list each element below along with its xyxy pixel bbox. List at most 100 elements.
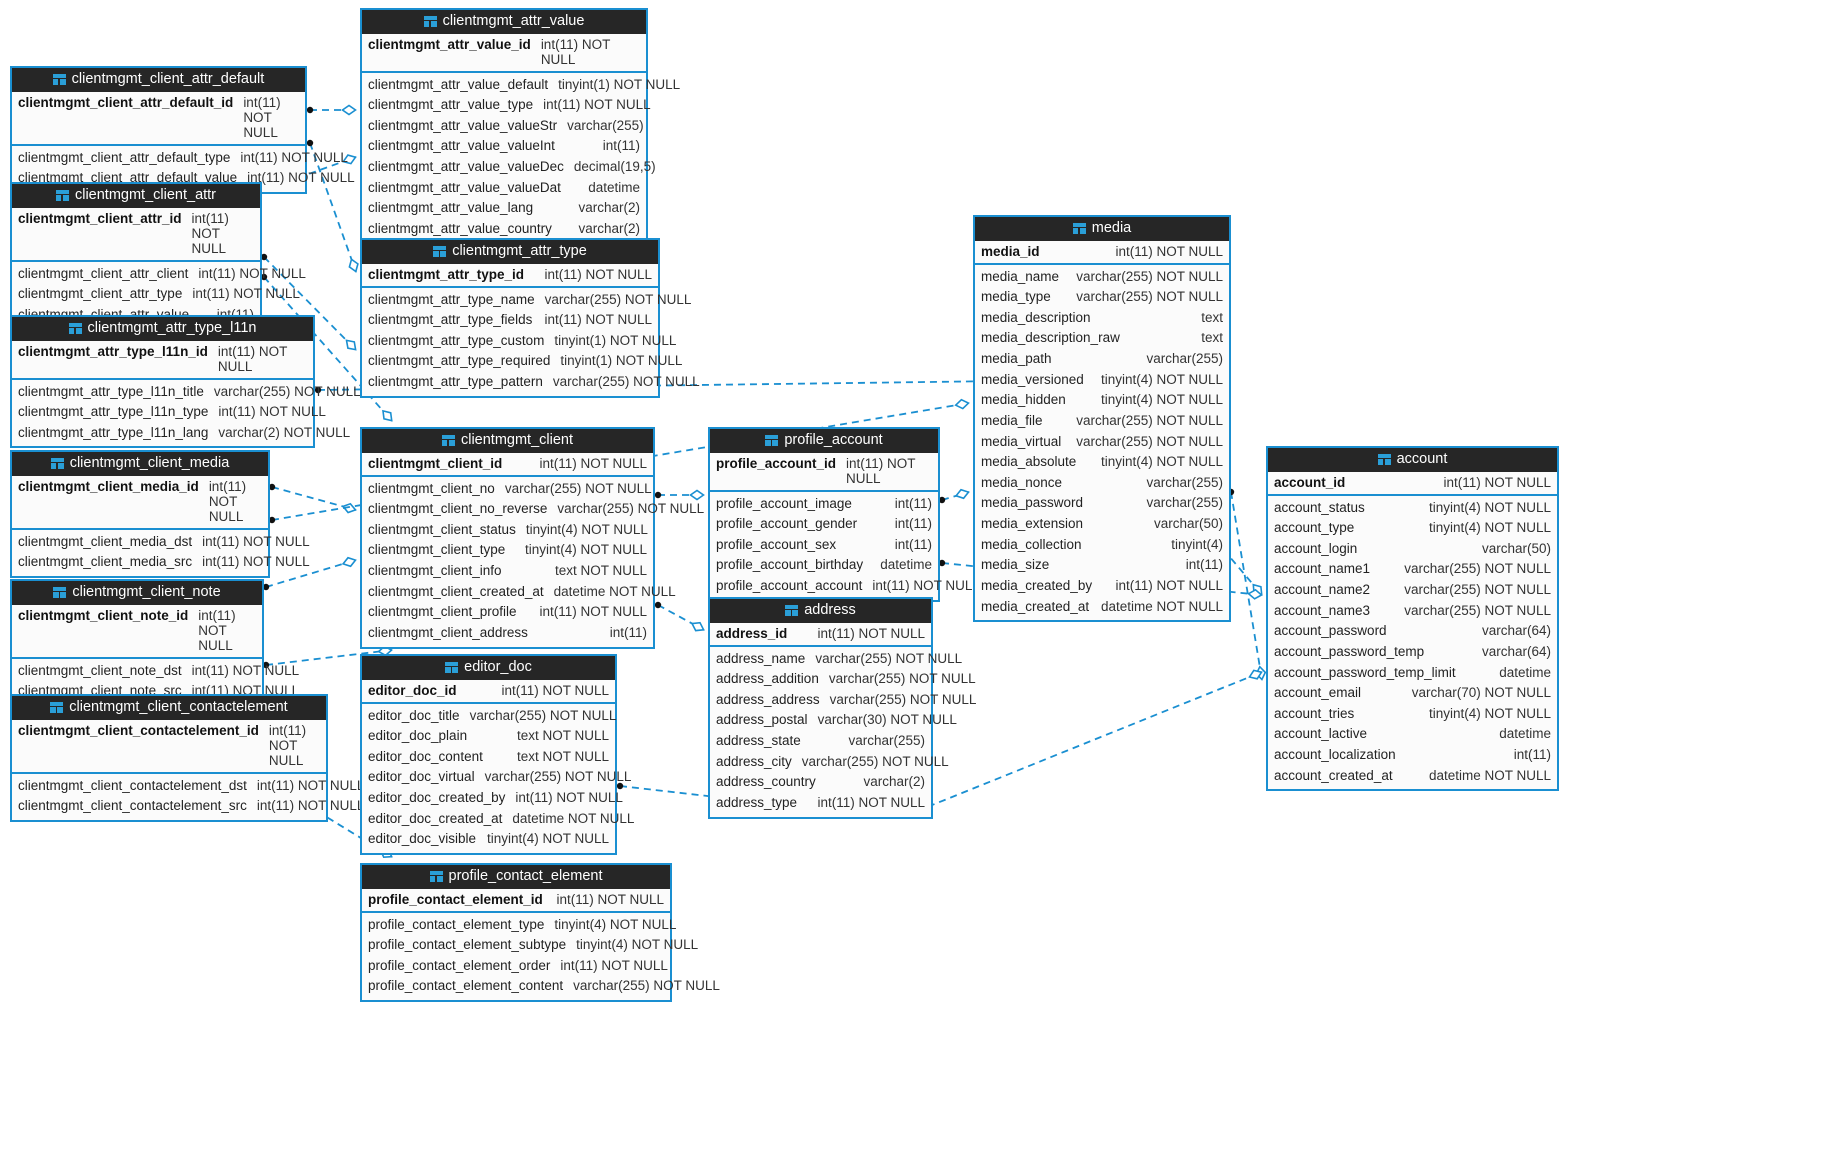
column-row[interactable]: clientmgmt_client_addressint(11) xyxy=(362,623,653,644)
primary-key-row[interactable]: clientmgmt_attr_type_idint(11) NOT NULL xyxy=(362,263,658,288)
column-row[interactable]: media_virtualvarchar(255) NOT NULL xyxy=(975,432,1229,453)
primary-key-row[interactable]: clientmgmt_client_idint(11) NOT NULL xyxy=(362,452,653,477)
column-row[interactable]: media_absolutetinyint(4) NOT NULL xyxy=(975,452,1229,473)
table-clientmgmt_client_note[interactable]: clientmgmt_client_noteclientmgmt_client_… xyxy=(10,579,299,707)
table-clientmgmt_client_attr_default[interactable]: clientmgmt_client_attr_defaultclientmgmt… xyxy=(10,66,355,194)
column-row[interactable]: clientmgmt_client_profileint(11) NOT NUL… xyxy=(362,602,653,623)
column-row[interactable]: clientmgmt_client_statustinyint(4) NOT N… xyxy=(362,520,653,541)
column-row[interactable]: account_typetinyint(4) NOT NULL xyxy=(1268,518,1557,539)
table-profile_contact_element[interactable]: profile_contact_elementprofile_contact_e… xyxy=(360,863,720,1002)
column-row[interactable]: clientmgmt_client_attr_typeint(11) NOT N… xyxy=(12,284,300,305)
column-row[interactable]: account_lactivedatetime xyxy=(1268,724,1557,745)
column-row[interactable]: clientmgmt_attr_type_namevarchar(255) NO… xyxy=(362,290,691,311)
column-row[interactable]: media_noncevarchar(255) xyxy=(975,473,1229,494)
column-row[interactable]: media_filevarchar(255) NOT NULL xyxy=(975,411,1229,432)
column-row[interactable]: clientmgmt_client_novarchar(255) NOT NUL… xyxy=(362,479,653,500)
column-row[interactable]: profile_contact_element_typetinyint(4) N… xyxy=(362,915,676,936)
column-row[interactable]: address_addressvarchar(255) NOT NULL xyxy=(710,690,976,711)
column-row[interactable]: media_created_byint(11) NOT NULL xyxy=(975,576,1229,597)
column-row[interactable]: media_hiddentinyint(4) NOT NULL xyxy=(975,390,1229,411)
column-row[interactable]: address_postalvarchar(30) NOT NULL xyxy=(710,710,957,731)
primary-key-row[interactable]: media_idint(11) NOT NULL xyxy=(975,240,1229,265)
column-row[interactable]: editor_doc_created_byint(11) NOT NULL xyxy=(362,788,623,809)
column-row[interactable]: address_typeint(11) NOT NULL xyxy=(710,793,931,814)
column-row[interactable]: media_typevarchar(255) NOT NULL xyxy=(975,287,1229,308)
column-row[interactable]: clientmgmt_attr_value_typeint(11) NOT NU… xyxy=(362,95,651,116)
column-row[interactable]: clientmgmt_attr_value_countryvarchar(2) xyxy=(362,219,646,240)
column-row[interactable]: account_loginvarchar(50) xyxy=(1268,539,1557,560)
primary-key-row[interactable]: clientmgmt_client_attr_default_idint(11)… xyxy=(12,91,305,146)
column-row[interactable]: clientmgmt_client_typetinyint(4) NOT NUL… xyxy=(362,540,653,561)
table-clientmgmt_attr_value[interactable]: clientmgmt_attr_valueclientmgmt_attr_val… xyxy=(360,8,680,245)
table-clientmgmt_attr_type_l11n[interactable]: clientmgmt_attr_type_l11nclientmgmt_attr… xyxy=(10,315,361,449)
column-row[interactable]: address_statevarchar(255) xyxy=(710,731,931,752)
column-row[interactable]: editor_doc_visibletinyint(4) NOT NULL xyxy=(362,829,615,850)
column-row[interactable]: clientmgmt_attr_type_patternvarchar(255)… xyxy=(362,372,700,393)
table-clientmgmt_client_contactelement[interactable]: clientmgmt_client_contactelementclientmg… xyxy=(10,694,364,822)
column-row[interactable]: account_name2varchar(255) NOT NULL xyxy=(1268,580,1557,601)
column-row[interactable]: editor_doc_virtualvarchar(255) NOT NULL xyxy=(362,767,631,788)
column-row[interactable]: editor_doc_titlevarchar(255) NOT NULL xyxy=(362,706,616,727)
column-row[interactable]: media_namevarchar(255) NOT NULL xyxy=(975,267,1229,288)
table-media[interactable]: mediamedia_idint(11) NOT NULLmedia_namev… xyxy=(973,215,1231,623)
column-row[interactable]: media_collectiontinyint(4) xyxy=(975,535,1229,556)
column-row[interactable]: account_password_tempvarchar(64) xyxy=(1268,642,1557,663)
column-row[interactable]: clientmgmt_client_contactelement_srcint(… xyxy=(12,796,364,817)
primary-key-row[interactable]: clientmgmt_client_media_idint(11) NOT NU… xyxy=(12,475,268,530)
primary-key-row[interactable]: clientmgmt_client_note_idint(11) NOT NUL… xyxy=(12,604,262,659)
primary-key-row[interactable]: address_idint(11) NOT NULL xyxy=(710,622,931,647)
primary-key-row[interactable]: editor_doc_idint(11) NOT NULL xyxy=(362,679,615,704)
column-row[interactable]: clientmgmt_client_contactelement_dstint(… xyxy=(12,776,364,797)
table-clientmgmt_client[interactable]: clientmgmt_clientclientmgmt_client_idint… xyxy=(360,427,704,649)
column-row[interactable]: clientmgmt_attr_value_valueIntint(11) xyxy=(362,136,646,157)
column-row[interactable]: clientmgmt_attr_value_valueStrvarchar(25… xyxy=(362,116,646,137)
column-row[interactable]: account_name1varchar(255) NOT NULL xyxy=(1268,559,1557,580)
primary-key-row[interactable]: clientmgmt_attr_value_idint(11) NOT NULL xyxy=(362,33,646,73)
primary-key-row[interactable]: clientmgmt_client_contactelement_idint(1… xyxy=(12,719,326,774)
column-row[interactable]: clientmgmt_client_attr_clientint(11) NOT… xyxy=(12,264,306,285)
column-row[interactable]: clientmgmt_attr_type_customtinyint(1) NO… xyxy=(362,331,676,352)
column-row[interactable]: profile_contact_element_orderint(11) NOT… xyxy=(362,956,670,977)
table-clientmgmt_attr_type[interactable]: clientmgmt_attr_typeclientmgmt_attr_type… xyxy=(360,238,700,398)
column-row[interactable]: clientmgmt_client_note_dstint(11) NOT NU… xyxy=(12,661,299,682)
column-row[interactable]: media_passwordvarchar(255) xyxy=(975,493,1229,514)
column-row[interactable]: clientmgmt_attr_type_l11n_langvarchar(2)… xyxy=(12,423,350,444)
column-row[interactable]: media_pathvarchar(255) xyxy=(975,349,1229,370)
column-row[interactable]: clientmgmt_client_media_srcint(11) NOT N… xyxy=(12,552,310,573)
table-clientmgmt_client_attr[interactable]: clientmgmt_client_attrclientmgmt_client_… xyxy=(10,182,306,331)
column-row[interactable]: media_extensionvarchar(50) xyxy=(975,514,1229,535)
column-row[interactable]: account_passwordvarchar(64) xyxy=(1268,621,1557,642)
column-row[interactable]: clientmgmt_attr_value_valueDatdatetime xyxy=(362,178,646,199)
column-row[interactable]: clientmgmt_attr_value_defaulttinyint(1) … xyxy=(362,75,680,96)
column-row[interactable]: address_namevarchar(255) NOT NULL xyxy=(710,649,962,670)
column-row[interactable]: clientmgmt_client_media_dstint(11) NOT N… xyxy=(12,532,310,553)
column-row[interactable]: account_triestinyint(4) NOT NULL xyxy=(1268,704,1557,725)
column-row[interactable]: account_localizationint(11) xyxy=(1268,745,1557,766)
column-row[interactable]: account_password_temp_limitdatetime xyxy=(1268,663,1557,684)
column-row[interactable]: profile_account_birthdaydatetime xyxy=(710,555,938,576)
column-row[interactable]: profile_contact_element_subtypetinyint(4… xyxy=(362,935,698,956)
column-row[interactable]: clientmgmt_attr_value_langvarchar(2) xyxy=(362,198,646,219)
primary-key-row[interactable]: profile_account_idint(11) NOT NULL xyxy=(710,452,938,492)
column-row[interactable]: profile_account_sexint(11) xyxy=(710,535,938,556)
column-row[interactable]: clientmgmt_attr_type_fieldsint(11) NOT N… xyxy=(362,310,658,331)
primary-key-row[interactable]: clientmgmt_attr_type_l11n_idint(11) NOT … xyxy=(12,340,313,380)
column-row[interactable]: clientmgmt_client_attr_default_valueint(… xyxy=(12,168,355,189)
column-row[interactable]: address_additionvarchar(255) NOT NULL xyxy=(710,669,976,690)
table-profile_account[interactable]: profile_accountprofile_account_idint(11)… xyxy=(708,427,980,602)
column-row[interactable]: profile_account_genderint(11) xyxy=(710,514,938,535)
column-row[interactable]: clientmgmt_attr_type_l11n_titlevarchar(2… xyxy=(12,382,361,403)
primary-key-row[interactable]: profile_contact_element_idint(11) NOT NU… xyxy=(362,888,670,913)
column-row[interactable]: profile_account_accountint(11) NOT NULL xyxy=(710,576,980,597)
column-row[interactable]: media_descriptiontext xyxy=(975,308,1229,329)
column-row[interactable]: clientmgmt_attr_type_l11n_typeint(11) NO… xyxy=(12,402,326,423)
column-row[interactable]: media_versionedtinyint(4) NOT NULL xyxy=(975,370,1229,391)
column-row[interactable]: clientmgmt_attr_type_requiredtinyint(1) … xyxy=(362,351,682,372)
column-row[interactable]: account_created_atdatetime NOT NULL xyxy=(1268,766,1557,787)
column-row[interactable]: account_name3varchar(255) NOT NULL xyxy=(1268,601,1557,622)
column-row[interactable]: clientmgmt_client_created_atdatetime NOT… xyxy=(362,582,676,603)
column-row[interactable]: editor_doc_plaintext NOT NULL xyxy=(362,726,615,747)
column-row[interactable]: clientmgmt_client_attr_default_typeint(1… xyxy=(12,148,348,169)
column-row[interactable]: account_emailvarchar(70) NOT NULL xyxy=(1268,683,1557,704)
column-row[interactable]: address_cityvarchar(255) NOT NULL xyxy=(710,752,949,773)
